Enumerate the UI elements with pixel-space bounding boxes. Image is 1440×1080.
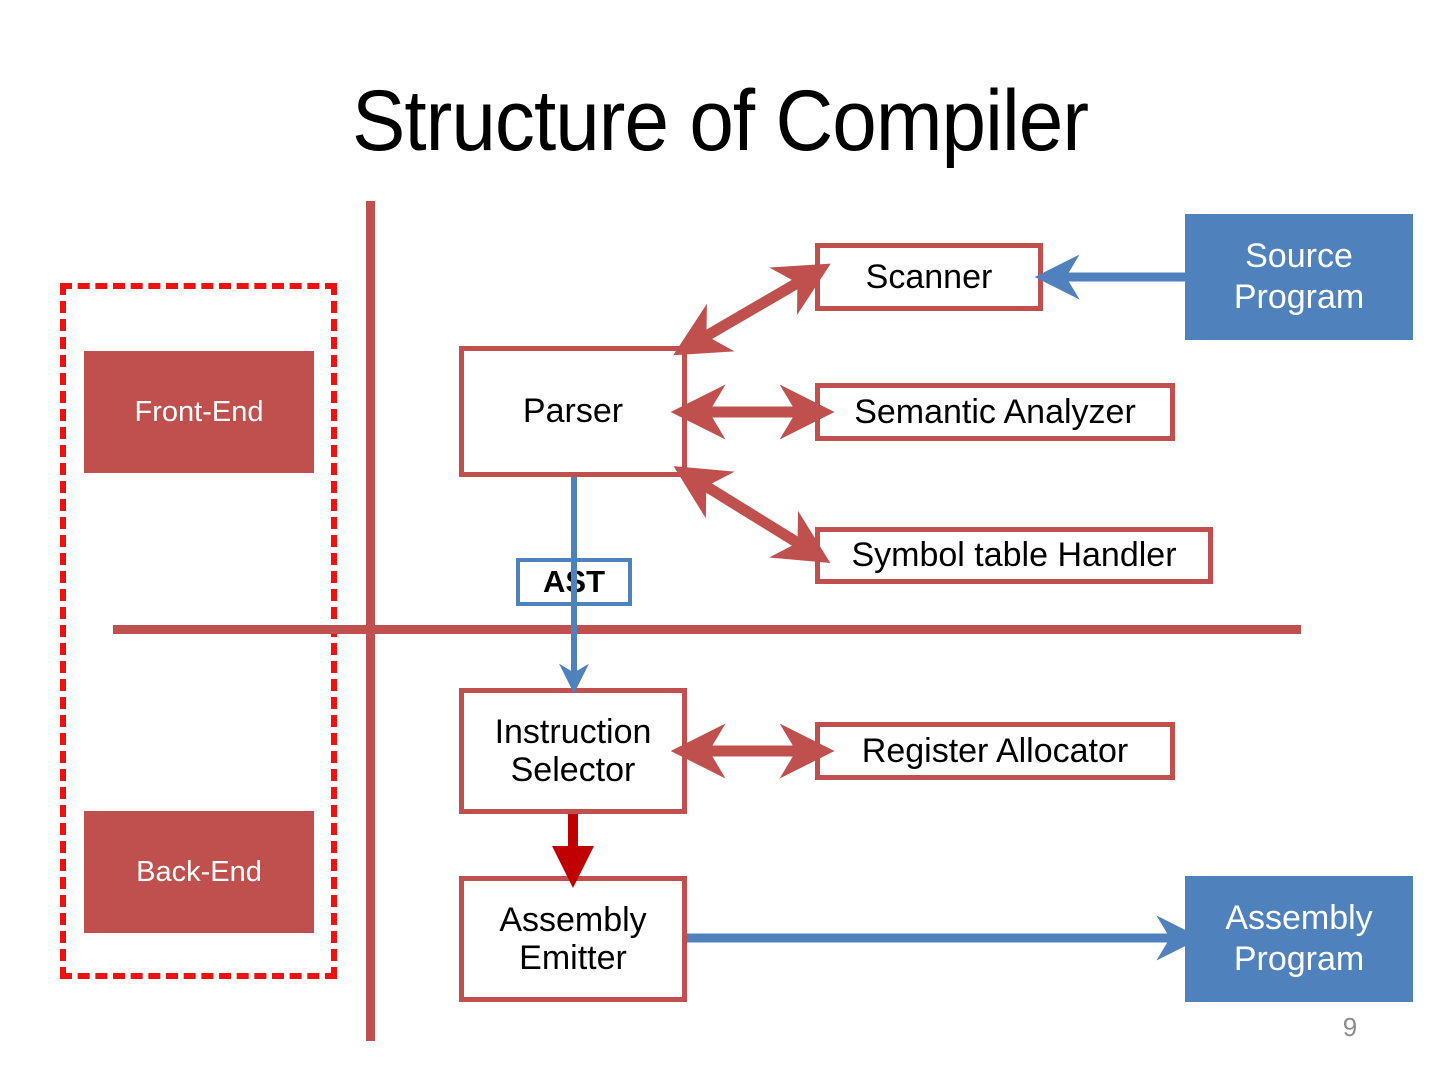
box-label-instruction-selector-line2: Selector	[510, 751, 636, 789]
box-label-symbol-table-handler: Symbol table Handler	[851, 536, 1177, 575]
box-semantic-analyzer[interactable]: Semantic Analyzer	[815, 383, 1175, 441]
vertical-divider-line	[366, 201, 375, 1041]
io-label-assembly-program-line2: Program	[1233, 940, 1365, 978]
io-label-assembly-program-line1: Assembly	[1225, 899, 1373, 938]
box-scanner[interactable]: Scanner	[815, 243, 1043, 311]
box-label-semantic-analyzer: Semantic Analyzer	[854, 392, 1136, 431]
slide-number: 9	[1342, 1012, 1358, 1042]
box-assembly-emitter[interactable]: Assembly Emitter	[459, 876, 687, 1002]
phase-label-back-end: Back-End	[136, 855, 262, 888]
box-label-ast: AST	[543, 564, 605, 599]
box-label-register-allocator: Register Allocator	[861, 731, 1129, 770]
box-assembly-program[interactable]: Assembly Program	[1185, 876, 1413, 1002]
box-symbol-table-handler[interactable]: Symbol table Handler	[815, 527, 1213, 584]
box-ast[interactable]: AST	[516, 558, 632, 606]
box-instruction-selector[interactable]: Instruction Selector	[459, 688, 687, 814]
phase-box-back-end: Back-End	[84, 811, 314, 933]
box-source-program[interactable]: Source Program	[1185, 214, 1413, 340]
box-label-assembly-emitter-line1: Assembly	[499, 900, 647, 939]
io-label-source-program-line1: Source	[1245, 237, 1353, 276]
box-label-parser: Parser	[522, 392, 624, 431]
page-title: Structure of Compiler	[351, 73, 1089, 169]
box-label-assembly-emitter-line2: Emitter	[519, 939, 627, 977]
box-parser[interactable]: Parser	[459, 346, 687, 477]
box-label-scanner: Scanner	[865, 257, 993, 296]
box-register-allocator[interactable]: Register Allocator	[815, 722, 1175, 780]
arrow-parser-to-scanner	[673, 263, 831, 356]
io-label-source-program-line2: Program	[1233, 278, 1365, 316]
horizontal-divider-line	[113, 625, 1301, 634]
phase-label-front-end: Front-End	[134, 395, 264, 428]
phase-box-front-end: Front-End	[84, 351, 314, 473]
arrow-parser-to-symbol-table-handler	[673, 466, 831, 564]
box-label-instruction-selector-line1: Instruction	[494, 712, 652, 751]
